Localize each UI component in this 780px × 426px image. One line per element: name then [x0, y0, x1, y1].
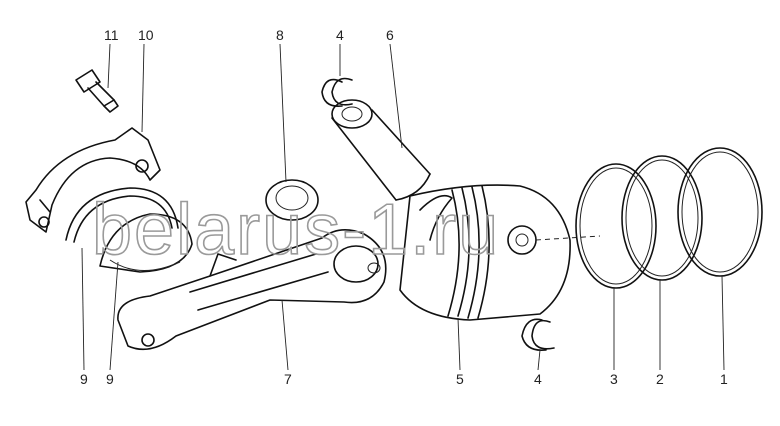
small-end-bushing [265, 179, 319, 221]
piston-pin-circlip-upper [321, 77, 353, 108]
bearing-shell-lower [99, 213, 193, 273]
label-part-9-right: 9 [106, 371, 114, 387]
label-part-5: 5 [456, 371, 464, 387]
piston-pin [331, 99, 431, 201]
label-part-10: 10 [138, 27, 154, 43]
label-part-7: 7 [284, 371, 292, 387]
label-part-11: 11 [104, 27, 119, 43]
piston [399, 184, 601, 321]
label-part-9-left: 9 [80, 371, 88, 387]
label-part-4-top: 4 [336, 27, 344, 43]
label-part-2: 2 [656, 371, 664, 387]
leader-lines [81, 43, 725, 371]
label-part-8: 8 [276, 27, 284, 43]
piston-ring-oil [575, 163, 657, 289]
connecting-rod-cap [25, 127, 161, 233]
label-part-3: 3 [610, 371, 618, 387]
label-part-6: 6 [386, 27, 394, 43]
watermark-text: belarus-1.ru [92, 190, 500, 270]
label-part-4-bottom: 4 [534, 371, 542, 387]
piston-ring-compression-2 [621, 155, 703, 281]
piston-pin-circlip-lower [521, 318, 555, 352]
connecting-rod [117, 229, 387, 351]
part-labels: 11 10 8 4 6 9 9 7 5 4 3 2 1 [80, 27, 728, 387]
connecting-rod-bolt [75, 69, 119, 113]
piston-ring-compression-1 [677, 147, 763, 277]
bearing-shell-upper [65, 187, 179, 243]
label-part-1: 1 [720, 371, 728, 387]
